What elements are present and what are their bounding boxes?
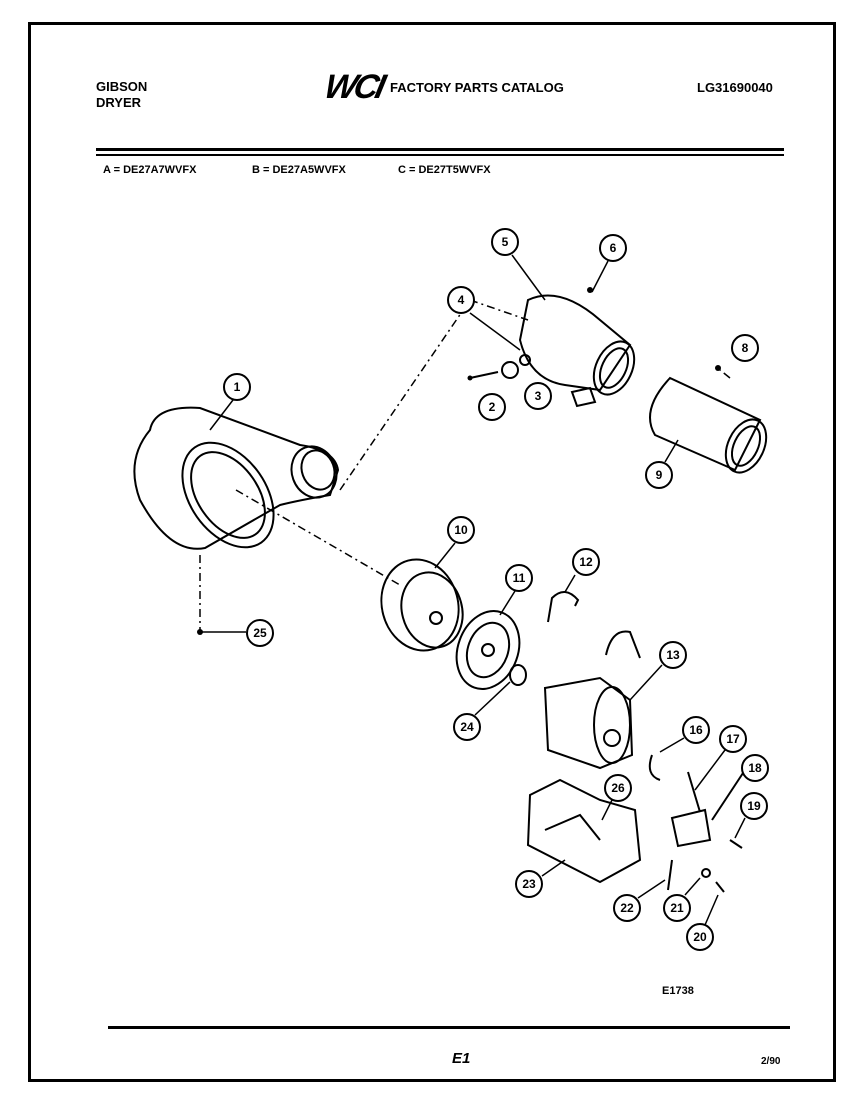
callout-11: 11 — [499, 564, 533, 616]
wheel-axis-line — [235, 489, 401, 586]
callout-25: 25 — [200, 619, 274, 647]
catalog-number: LG31690040 — [697, 80, 773, 95]
brand-block: GIBSON DRYER — [96, 79, 147, 111]
callout-8-label: 8 — [742, 341, 749, 355]
callout-3-label: 3 — [535, 389, 542, 403]
blower-wheel — [380, 558, 464, 652]
callout-11-label: 11 — [513, 571, 526, 585]
diagram-id: E1738 — [662, 985, 694, 997]
header-rule-top — [96, 148, 784, 151]
callout-26: 26 — [601, 774, 632, 821]
callout-5-label: 5 — [502, 235, 509, 249]
date-code: 2/90 — [761, 1056, 781, 1067]
duct-axis-line — [339, 299, 471, 491]
callout-10: 10 — [434, 516, 475, 569]
callout-16: 16 — [659, 716, 710, 753]
screw-8-leader — [719, 369, 731, 379]
callout-26-label: 26 — [611, 781, 625, 795]
thermostat-parts — [469, 354, 531, 379]
idler-assembly — [648, 754, 746, 893]
callout-13-label: 13 — [666, 648, 680, 662]
model-c: C = DE27T5WVFX — [398, 164, 491, 176]
callout-1-label: 1 — [234, 380, 241, 394]
callout-24-label: 24 — [460, 720, 474, 734]
callout-2-label: 2 — [489, 400, 496, 414]
callout-8: 8 — [731, 334, 759, 362]
callout-6-label: 6 — [610, 241, 617, 255]
callout-13: 13 — [629, 641, 687, 701]
footer-rule — [108, 1026, 790, 1029]
product-type: DRYER — [96, 95, 142, 110]
callout-20: 20 — [686, 894, 719, 951]
screw-2 — [467, 375, 473, 381]
callout-1: 1 — [209, 373, 251, 431]
callout-19: 19 — [734, 792, 768, 839]
callout-20-label: 20 — [693, 930, 707, 944]
callout-12-label: 12 — [579, 555, 593, 569]
callout-22-label: 22 — [620, 901, 634, 915]
callout-10-label: 10 — [454, 523, 468, 537]
callout-23-label: 23 — [522, 877, 536, 891]
callout-5: 5 — [491, 228, 546, 301]
callout-9: 9 — [645, 439, 679, 489]
duct-axis-line-2 — [469, 299, 529, 321]
callout-18: 18 — [741, 754, 769, 782]
heater-housing — [518, 294, 636, 408]
catalog-title: FACTORY PARTS CATALOG — [390, 80, 564, 95]
callout-2: 2 — [478, 393, 506, 421]
callout-25-label: 25 — [253, 626, 267, 640]
callout-21: 21 — [663, 877, 701, 922]
callout-18-label: 18 — [748, 761, 762, 775]
heater-duct — [649, 376, 768, 474]
callout-22: 22 — [613, 879, 666, 922]
callouts: 1 2 3 4 5 6 8 9 10 11 12 13 16 17 18 19 … — [200, 228, 769, 951]
bearing — [509, 664, 527, 686]
brand-name: GIBSON — [96, 79, 148, 94]
callout-24: 24 — [453, 681, 511, 741]
callout-4-label: 4 — [458, 293, 465, 307]
screw-25 — [197, 629, 203, 635]
model-b: B = DE27A5WVFX — [252, 164, 346, 176]
model-a: A = DE27A7WVFX — [103, 164, 197, 176]
callout-23: 23 — [515, 859, 566, 898]
callout-19-label: 19 — [747, 799, 761, 813]
motor-clip — [547, 591, 580, 623]
blower-housing — [133, 406, 340, 550]
callout-6: 6 — [591, 234, 627, 293]
page-label: E1 — [452, 1050, 471, 1067]
callout-12: 12 — [564, 548, 600, 593]
header-rule-bottom — [96, 154, 784, 156]
callout-4: 4 — [447, 286, 521, 351]
screw-6 — [587, 287, 593, 293]
callout-9-label: 9 — [656, 468, 663, 482]
page-frame — [28, 22, 836, 1082]
callout-16-label: 16 — [689, 723, 703, 737]
callout-17: 17 — [694, 725, 747, 791]
motor-mount — [526, 778, 642, 884]
drive-motor — [543, 630, 641, 770]
callout-3: 3 — [524, 382, 552, 410]
callout-17-label: 17 — [726, 732, 740, 746]
callout-21-label: 21 — [670, 901, 684, 915]
screw-8 — [715, 365, 721, 371]
